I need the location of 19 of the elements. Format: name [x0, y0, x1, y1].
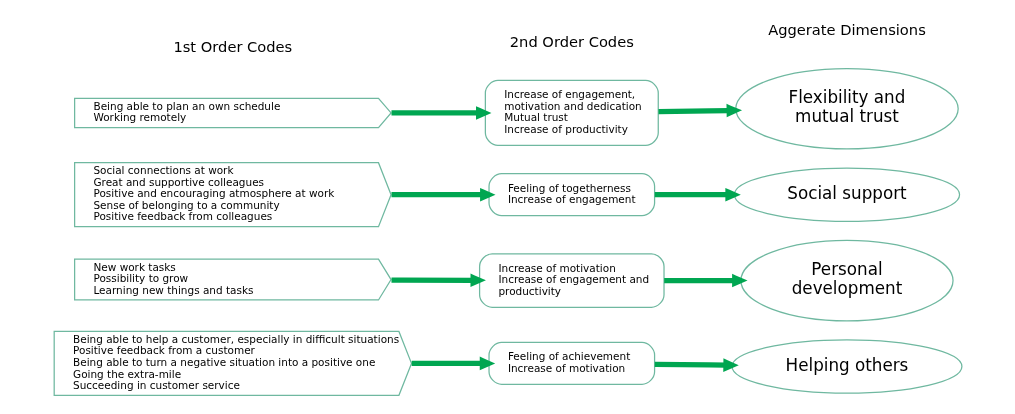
arrow — [411, 356, 495, 371]
node-ellipse: Helping others — [730, 339, 963, 394]
node-box: Feeling of togetherness Increase of engagement — [487, 173, 655, 217]
node-ellipse: Personal development — [739, 239, 954, 322]
arrow — [663, 273, 748, 288]
label: Aggerate Dimensions — [767, 21, 926, 39]
arrow — [654, 358, 739, 372]
node-ellipse: Social support — [733, 167, 960, 222]
arrow — [654, 187, 741, 202]
arrow — [391, 187, 495, 202]
arrow — [391, 106, 491, 120]
node-box: Feeling of achievement Increase of motivation — [487, 341, 655, 385]
arrow — [657, 103, 742, 118]
node-box: Increase of motivation Increase of engagement and productivity — [478, 253, 665, 308]
arrow — [390, 273, 486, 288]
label: 1st Order Codes — [172, 37, 292, 55]
label: 2nd Order Codes — [509, 32, 634, 50]
node-box: Increase of engagement, motivation and dedication Mutual trust Increase of productivity — [484, 79, 659, 147]
node-ellipse: Flexibility and mutual trust — [734, 67, 959, 150]
